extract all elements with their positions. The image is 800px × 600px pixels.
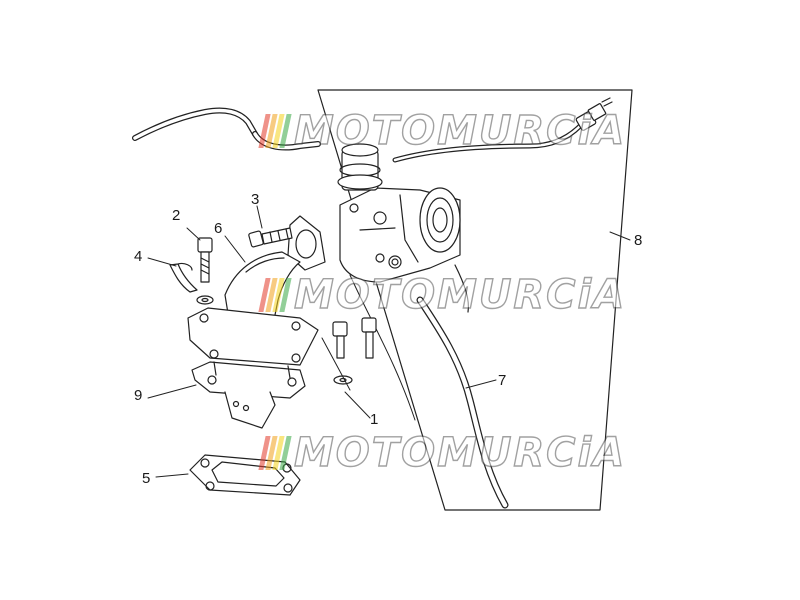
watermark-text: MOTOMURCiA	[293, 429, 627, 476]
callout-6: 6	[214, 220, 223, 237]
screw-2	[196, 237, 214, 305]
watermark-logo-bars	[258, 436, 292, 470]
watermark-text: MOTOMURCiA	[293, 107, 627, 154]
callout-3: 3	[251, 191, 260, 208]
screws-1	[332, 317, 377, 385]
screw-3	[248, 227, 293, 248]
callout-5: 5	[142, 470, 151, 487]
callout-7: 7	[498, 372, 507, 389]
watermark: MOTOMURCiA	[258, 107, 627, 155]
callout-8: 8	[634, 232, 643, 249]
callout-4: 4	[134, 248, 143, 265]
leader-lines	[147, 205, 631, 478]
callout-1: 1	[370, 411, 379, 428]
wire-connector	[575, 97, 613, 131]
watermark: MOTOMURCiA	[258, 271, 627, 319]
callout-2: 2	[172, 207, 181, 224]
watermark-logo-bars	[258, 114, 292, 148]
callout-9: 9	[134, 387, 143, 404]
spring-clip	[169, 262, 198, 293]
watermark: MOTOMURCiA	[258, 429, 627, 477]
watermark-logo-bars	[258, 278, 292, 312]
watermark-text: MOTOMURCiA	[293, 271, 627, 318]
carburetor-body	[337, 143, 470, 313]
reed-valve-body	[187, 307, 319, 429]
